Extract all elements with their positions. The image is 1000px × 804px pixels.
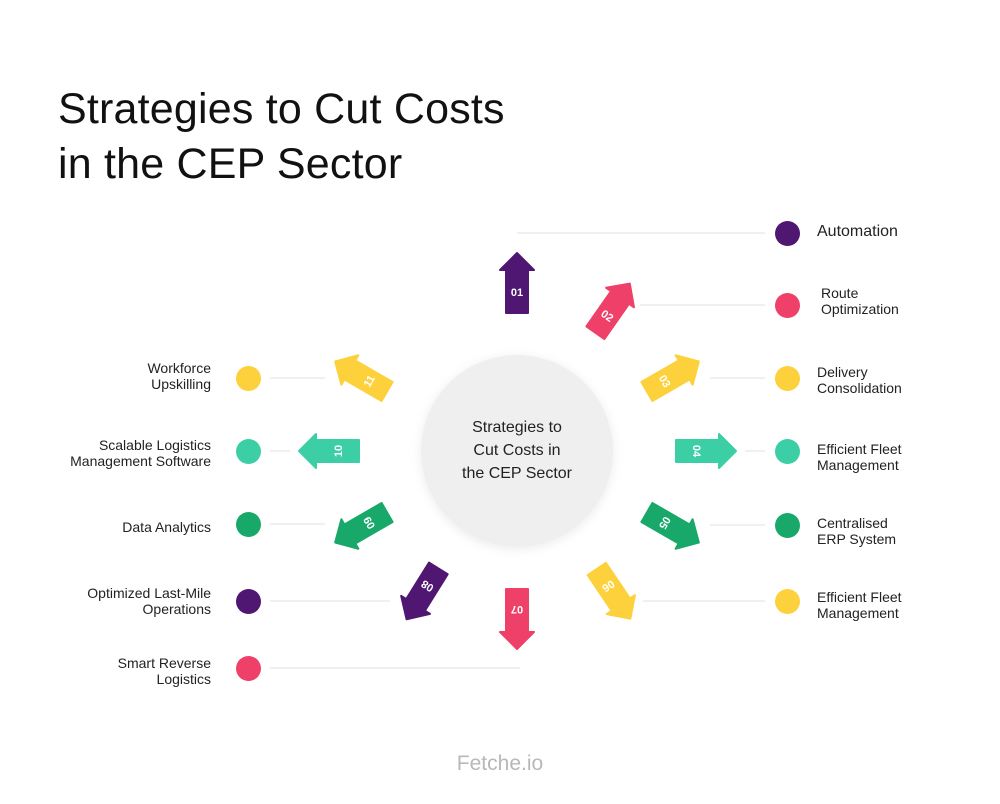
arrow-10: 10 bbox=[298, 433, 360, 469]
dot-11 bbox=[236, 366, 261, 391]
dot-06 bbox=[775, 589, 800, 614]
arrow-number: 08 bbox=[419, 577, 436, 594]
dot-05 bbox=[775, 513, 800, 538]
arrow-number: 10 bbox=[333, 445, 345, 457]
arrow-shape bbox=[640, 501, 700, 550]
arrow-11: 11 bbox=[334, 354, 394, 403]
dot-04 bbox=[775, 439, 800, 464]
connector-lines bbox=[270, 232, 765, 669]
arrow-09: 09 bbox=[334, 501, 394, 550]
arrow-08: 08 bbox=[400, 561, 449, 621]
arrow-06: 06 bbox=[586, 561, 636, 620]
arrow-number: 03 bbox=[656, 373, 673, 390]
brand-logo: Fetche.io bbox=[456, 752, 544, 775]
arrow-number: 02 bbox=[598, 308, 615, 325]
arrow-shape bbox=[640, 354, 700, 403]
dot-07 bbox=[236, 656, 261, 681]
label-01: Automation bbox=[817, 223, 898, 240]
arrow-shape bbox=[334, 354, 394, 403]
dot-01 bbox=[775, 221, 800, 246]
arrow-07: 07 bbox=[499, 588, 535, 650]
arrow-shape bbox=[499, 252, 535, 314]
arrow-shape bbox=[675, 433, 737, 469]
arrow-05: 05 bbox=[640, 501, 700, 550]
dot-03 bbox=[775, 366, 800, 391]
arrow-number: 05 bbox=[656, 514, 673, 531]
dot-02 bbox=[775, 293, 800, 318]
arrow-number: 04 bbox=[690, 445, 702, 458]
arrow-shape bbox=[499, 588, 535, 650]
dot-09 bbox=[236, 512, 261, 537]
center-circle bbox=[421, 355, 613, 547]
dot-10 bbox=[236, 439, 261, 464]
arrow-number: 09 bbox=[362, 514, 379, 531]
arrow-02: 02 bbox=[585, 282, 635, 341]
arrow-01: 01 bbox=[499, 252, 535, 314]
arrow-shape bbox=[298, 433, 360, 469]
arrow-shape bbox=[400, 561, 449, 621]
arrow-shape bbox=[585, 282, 635, 341]
center-label: Strategies to Cut Costs in the CEP Secto… bbox=[462, 419, 572, 482]
arrow-number: 01 bbox=[511, 287, 523, 299]
arrow-number: 07 bbox=[511, 603, 523, 615]
arrows: 01 02 03 04 05 06 07 08 09 10 11 bbox=[298, 252, 737, 650]
arrow-shape bbox=[586, 561, 636, 620]
label-09: Data Analytics bbox=[122, 519, 211, 535]
page-title: Strategies to Cut Costs in the CEP Secto… bbox=[58, 85, 505, 188]
arrow-number: 06 bbox=[600, 577, 617, 594]
arrow-shape bbox=[334, 501, 394, 550]
arrow-04: 04 bbox=[675, 433, 737, 469]
arrow-03: 03 bbox=[640, 354, 700, 403]
arrow-number: 11 bbox=[362, 373, 378, 389]
dot-08 bbox=[236, 589, 261, 614]
